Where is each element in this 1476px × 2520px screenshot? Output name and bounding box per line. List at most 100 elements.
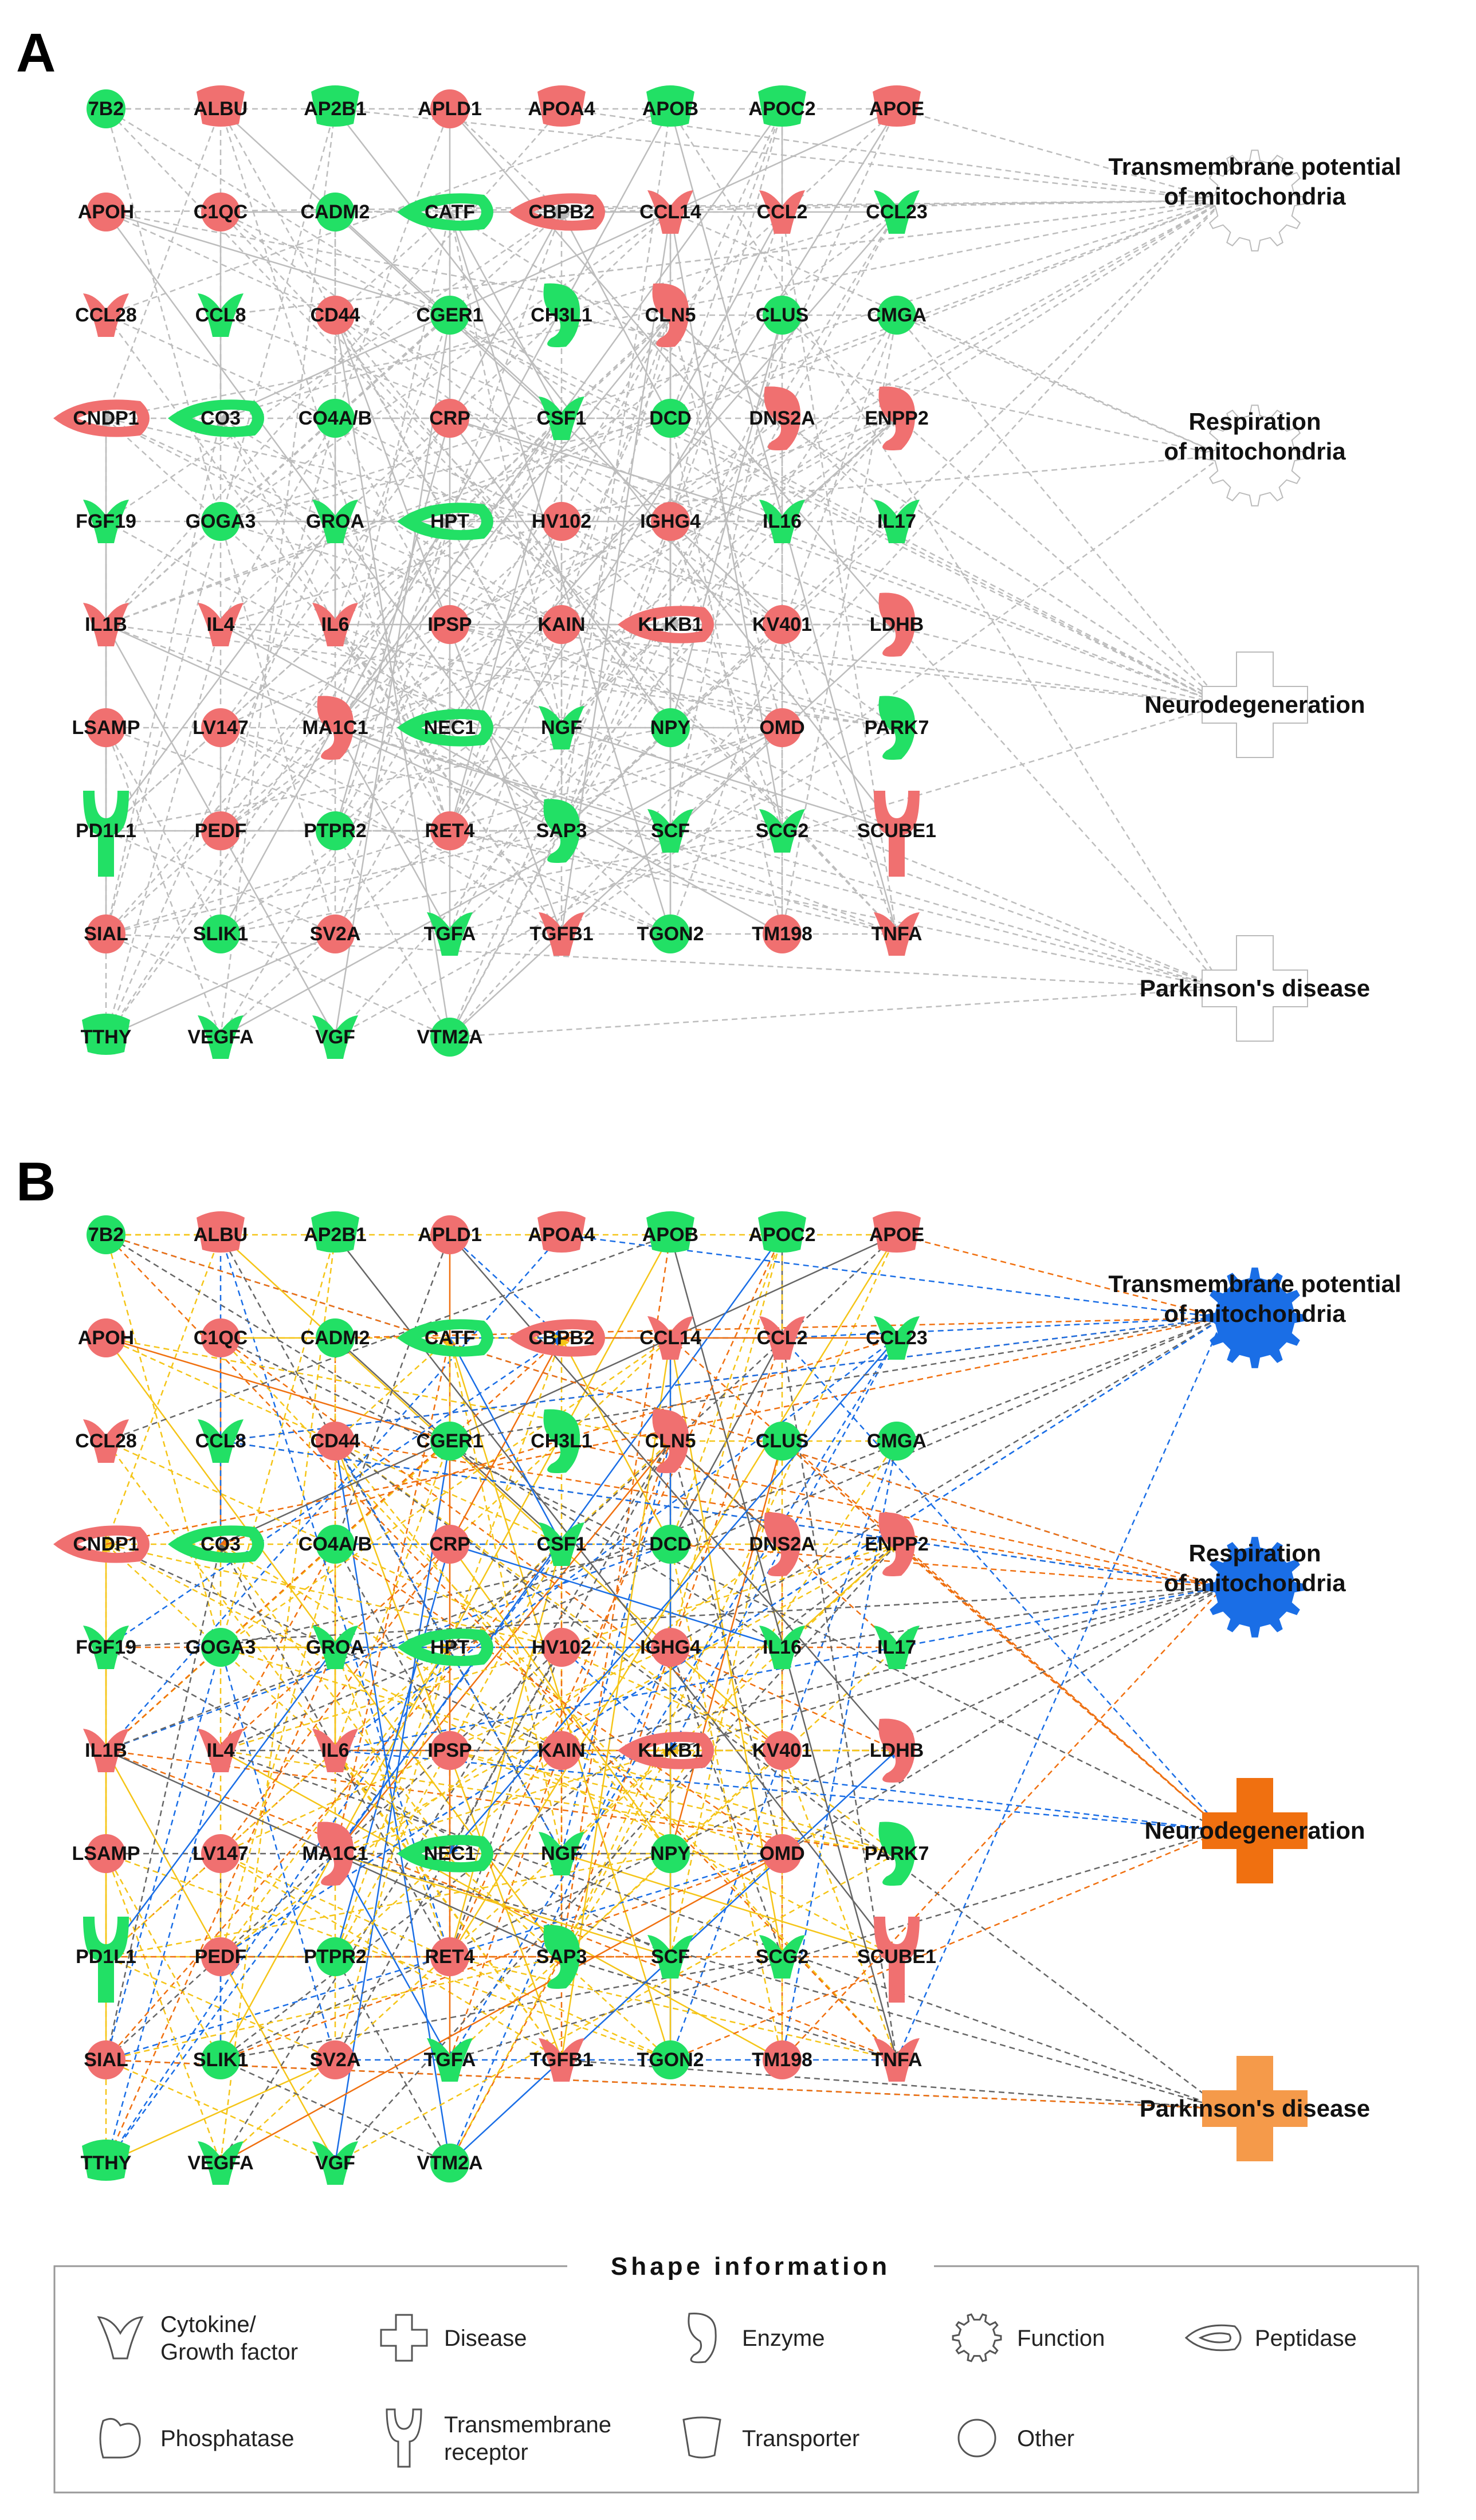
node-kv401[interactable]: KV401: [752, 1731, 812, 1770]
node-groa[interactable]: GROA: [306, 1626, 364, 1669]
node-cln5[interactable]: CLN5: [645, 1409, 696, 1473]
node-clus[interactable]: CLUS: [756, 296, 809, 335]
node-cndp1[interactable]: CNDP1: [53, 399, 150, 437]
node-c1qc[interactable]: C1QC: [194, 1318, 248, 1357]
node-c1qc[interactable]: C1QC: [194, 193, 248, 231]
node-ptpr2[interactable]: PTPR2: [304, 1937, 367, 1976]
node-sial[interactable]: SIAL: [84, 2040, 128, 2079]
node-apob[interactable]: APOB: [642, 1211, 698, 1253]
node-apob[interactable]: APOB: [642, 85, 698, 127]
node-ngf[interactable]: NGF: [539, 1832, 584, 1875]
node-klkb1[interactable]: KLKB1: [618, 1732, 714, 1769]
node-cd44[interactable]: CD44: [311, 296, 360, 335]
node-lsamp[interactable]: LSAMP: [72, 1834, 140, 1873]
node-il17[interactable]: IL17: [874, 500, 920, 543]
node-scf[interactable]: SCF: [647, 1935, 693, 1979]
node-scg2[interactable]: SCG2: [756, 809, 809, 853]
node-pd1l1[interactable]: PD1L1: [76, 791, 136, 877]
node-omd[interactable]: OMD: [759, 708, 805, 747]
node-co4a-b[interactable]: CO4A/B: [299, 399, 372, 438]
function-neurodegeneration[interactable]: Neurodegeneration: [1144, 651, 1365, 758]
function-neurodegeneration[interactable]: Neurodegeneration: [1144, 1778, 1365, 1883]
node-ccl28[interactable]: CCL28: [75, 293, 137, 337]
node-pedf[interactable]: PEDF: [195, 811, 247, 850]
node-cbpb2[interactable]: CBPB2: [509, 1319, 605, 1357]
node-enpp2[interactable]: ENPP2: [865, 1512, 929, 1576]
node-cbpb2[interactable]: CBPB2: [509, 193, 605, 231]
node-ccl28[interactable]: CCL28: [75, 1419, 137, 1463]
node-csf1[interactable]: CSF1: [537, 1522, 587, 1566]
node-vgf[interactable]: VGF: [312, 1015, 358, 1059]
node-catf[interactable]: CATF: [397, 1319, 493, 1357]
node-fgf19[interactable]: FGF19: [76, 1626, 136, 1669]
node-tgfb1[interactable]: TGFB1: [529, 912, 594, 956]
node-apoe[interactable]: APOE: [869, 85, 924, 127]
function-parkinson-s-disease[interactable]: Parkinson's disease: [1140, 2056, 1370, 2161]
node-cadm2[interactable]: CADM2: [301, 1318, 370, 1357]
node-ccl8[interactable]: CCL8: [195, 1419, 246, 1463]
node-kv401[interactable]: KV401: [752, 605, 812, 644]
node-dcd[interactable]: DCD: [649, 1525, 692, 1564]
node-co3[interactable]: CO3: [168, 1525, 264, 1563]
node-ldhb[interactable]: LDHB: [870, 1718, 924, 1783]
node-vtm2a[interactable]: VTM2A: [417, 2144, 483, 2183]
node-tthy[interactable]: TTHY: [81, 1014, 132, 1055]
node-tnfa[interactable]: TNFA: [872, 2038, 923, 2082]
node-nec1[interactable]: NEC1: [397, 1835, 493, 1873]
node-vgf[interactable]: VGF: [312, 2141, 358, 2185]
node-csf1[interactable]: CSF1: [537, 397, 587, 440]
node-park7[interactable]: PARK7: [865, 696, 929, 760]
node-tgfb1[interactable]: TGFB1: [529, 2038, 594, 2082]
node-cmga[interactable]: CMGA: [867, 296, 927, 335]
node-fgf19[interactable]: FGF19: [76, 500, 136, 543]
node-ldhb[interactable]: LDHB: [870, 592, 924, 657]
node-ccl14[interactable]: CCL14: [639, 1316, 701, 1360]
node-hpt[interactable]: HPT: [397, 1628, 493, 1666]
node-omd[interactable]: OMD: [759, 1834, 805, 1873]
node-apoc2[interactable]: APOC2: [748, 1211, 816, 1253]
node-il6[interactable]: IL6: [312, 1729, 358, 1772]
node-ipsp[interactable]: IPSP: [427, 605, 472, 644]
node-slik1[interactable]: SLIK1: [193, 2040, 248, 2079]
node-vegfa[interactable]: VEGFA: [187, 2141, 254, 2185]
node-catf[interactable]: CATF: [397, 193, 493, 231]
node-kain[interactable]: KAIN: [537, 1731, 586, 1770]
node-scube1[interactable]: SCUBE1: [857, 791, 936, 877]
node-ma1c1[interactable]: MA1C1: [302, 696, 368, 760]
node-dcd[interactable]: DCD: [649, 399, 692, 438]
node-dns2a[interactable]: DNS2A: [749, 386, 815, 450]
node-il1b[interactable]: IL1B: [83, 603, 129, 646]
node-tm198[interactable]: TM198: [752, 2040, 812, 2079]
node-cger1[interactable]: CGER1: [416, 1422, 484, 1461]
node-apoa4[interactable]: APOA4: [528, 1211, 595, 1253]
node-ch3l1[interactable]: CH3L1: [531, 283, 592, 347]
node-nec1[interactable]: NEC1: [397, 709, 493, 747]
node-npy[interactable]: NPY: [650, 708, 690, 747]
node-npy[interactable]: NPY: [650, 1834, 690, 1873]
node-ap2b1[interactable]: AP2B1: [304, 85, 367, 127]
node-ch3l1[interactable]: CH3L1: [531, 1409, 592, 1473]
node-il1b[interactable]: IL1B: [83, 1729, 129, 1772]
node-cd44[interactable]: CD44: [311, 1422, 360, 1461]
node-cger1[interactable]: CGER1: [416, 296, 484, 335]
node-clus[interactable]: CLUS: [756, 1422, 809, 1461]
node-albu[interactable]: ALBU: [194, 1211, 248, 1253]
node-apoe[interactable]: APOE: [869, 1211, 924, 1253]
node-albu[interactable]: ALBU: [194, 85, 248, 127]
node-pedf[interactable]: PEDF: [195, 1937, 247, 1976]
node-ptpr2[interactable]: PTPR2: [304, 811, 367, 850]
node-scf[interactable]: SCF: [647, 809, 693, 853]
node-lsamp[interactable]: LSAMP: [72, 708, 140, 747]
node-tgfa[interactable]: TGFA: [424, 912, 476, 956]
node-groa[interactable]: GROA: [306, 500, 364, 543]
node-kain[interactable]: KAIN: [537, 605, 586, 644]
node-goga3[interactable]: GOGA3: [186, 1628, 256, 1667]
node-cndp1[interactable]: CNDP1: [53, 1525, 150, 1563]
node-dns2a[interactable]: DNS2A: [749, 1512, 815, 1576]
node-hv102[interactable]: HV102: [532, 502, 591, 541]
node-apld1[interactable]: APLD1: [418, 1215, 482, 1254]
node-lv147[interactable]: LV147: [193, 708, 249, 747]
